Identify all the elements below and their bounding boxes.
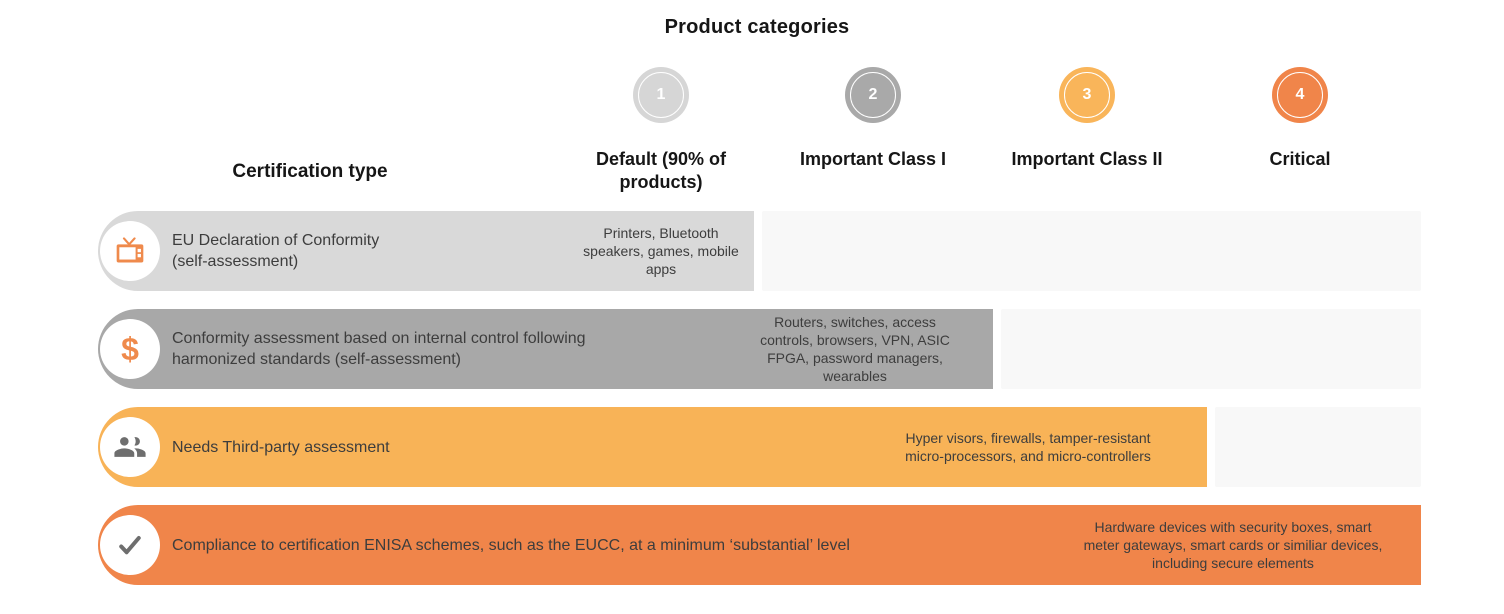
check-icon [119,536,141,555]
row-bar [98,407,1207,487]
icon-circle [100,221,160,281]
row-products: Hardware devices with security boxes, sm… [1083,519,1383,571]
icon-circle [100,417,160,477]
page-title: Product categories [664,16,850,38]
category-circle-2: 2 [845,67,901,123]
category-circle-ring: 2 [850,72,896,118]
row-label: Compliance to certification ENISA scheme… [172,536,850,554]
table-row-self-assessment: EU Declaration of Conformity (self-asses… [0,211,1504,291]
row-bar [98,505,1421,585]
category-circle-ring: 4 [1277,72,1323,118]
row-label: Conformity assessment based on internal … [172,330,586,368]
category-number-3: 3 [1082,86,1092,103]
category-circle-3: 3 [1059,67,1115,123]
row-bar [98,309,993,389]
table-row-enisa-certification: Compliance to certification ENISA scheme… [0,505,1504,585]
category-circle-1: 1 [633,67,689,123]
category-circle-ring: 3 [1064,72,1110,118]
certification-type-header: Certification type [232,161,388,182]
people-icon [114,437,146,457]
column-header-important-class-2: Important Class II [1011,149,1163,169]
icon-circle [100,515,160,575]
row-products: Hyper visors, firewalls, tamper-resistan… [905,430,1151,464]
category-circle-4: 4 [1272,67,1328,123]
row-products: Printers, Bluetooth speakers, games, mob… [583,225,739,277]
category-number-2: 2 [868,86,878,103]
table-row-internal-control: $ Conformity assessment based on interna… [0,309,1504,389]
row-extension-bar [1215,407,1421,487]
row-label: Needs Third-party assessment [172,438,390,456]
column-header-critical: Critical [1269,149,1331,169]
row-products: Routers, switches, access controls, brow… [760,314,950,384]
icon-circle: $ [100,319,160,379]
category-number-4: 4 [1295,86,1305,103]
column-header-important-class-1: Important Class I [799,149,947,169]
row-extension-bar [762,211,1421,291]
tv-icon [116,237,144,263]
row-bar [98,211,754,291]
row-extension-bar [1001,309,1421,389]
column-header-default: Default (90% of products) [595,149,727,192]
row-label: EU Declaration of Conformity (self-asses… [172,232,380,270]
category-circle-ring: 1 [638,72,684,118]
category-number-1: 1 [656,86,666,103]
table-row-third-party: Needs Third-party assessment Hyper visor… [0,407,1504,487]
dollar-icon: $ [121,331,139,367]
